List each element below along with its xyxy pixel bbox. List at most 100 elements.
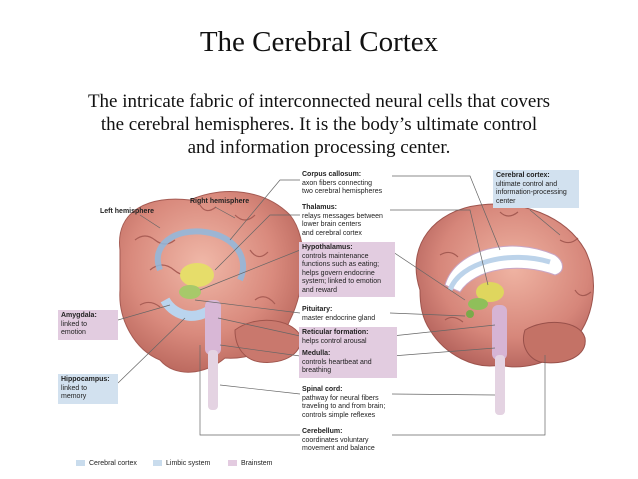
- leader-left-hemisphere: [139, 214, 161, 229]
- right-brain-folds: [439, 211, 592, 323]
- thalamus-name: Thalamus:: [302, 204, 338, 211]
- legend-cortex-text: Cerebral cortex: [89, 459, 137, 467]
- hippocampus-name: Hippocampus:: [61, 376, 110, 383]
- spinal-cord-label: Spinal cord: pathway for neural fibers t…: [302, 386, 400, 420]
- subtitle-line-2: the cerebral hemispheres. It is the body…: [100, 114, 538, 135]
- thalamus-label: Thalamus: relays messages between lower …: [302, 204, 394, 238]
- medulla-desc-1: controls heartbeat and: [302, 358, 372, 366]
- legend-brainstem-swatch: [228, 460, 237, 466]
- right-hypothalamus: [468, 298, 488, 310]
- hypothalamus-name: Hypothalamus:: [302, 244, 353, 251]
- leader-reticular-right: [391, 324, 496, 337]
- cortex-desc-2: information-processing: [496, 189, 567, 196]
- thalamus-desc-1: relays messages between: [302, 212, 383, 220]
- cortex-name: Cerebral cortex:: [496, 172, 550, 179]
- spinal-desc-3: controls simple reflexes: [302, 411, 376, 419]
- corpus-desc-2: two cerebral hemispheres: [302, 188, 383, 195]
- legend-brainstem: Brainstem: [228, 458, 273, 468]
- leader-corpus: [229, 179, 300, 241]
- leader-amygdala: [117, 304, 171, 321]
- legend-limbic-text: Limbic system: [166, 459, 211, 467]
- leader-lines: [117, 175, 561, 436]
- cerebral-cortex-label: Cerebral cortex: ultimate control and in…: [493, 170, 579, 208]
- leader-hippocampus: [117, 317, 186, 384]
- hippocampus-desc-2: memory: [61, 393, 87, 400]
- thalamus-desc-3: and cerebral cortex: [302, 229, 362, 237]
- hypothalamus-desc-3: helps govern endocrine: [302, 269, 375, 277]
- hypothalamus-label: Hypothalamus: controls maintenance funct…: [299, 242, 395, 297]
- hippocampus-label: Hippocampus: linked to memory: [58, 374, 118, 404]
- leader-medulla-right: [391, 347, 496, 357]
- reticular-desc-1: helps control arousal: [302, 337, 367, 345]
- right-spinal-cord: [495, 355, 505, 415]
- leader-cerebellum-right: [392, 355, 546, 436]
- leader-spinal: [219, 384, 301, 395]
- amygdala-desc-2: emotion: [61, 329, 86, 336]
- left-thalamus: [180, 263, 214, 287]
- left-brain-folds: [134, 204, 276, 308]
- reticular-formation-label: Reticular formation: helps control arous…: [299, 327, 397, 348]
- legend-limbic-swatch: [153, 460, 162, 466]
- cerebellum-name: Cerebellum:: [302, 428, 343, 435]
- right-brain-view: [415, 203, 594, 415]
- left-brainstem: [205, 300, 221, 355]
- left-brain-view: [119, 191, 304, 410]
- legend-cortex: Cerebral cortex: [76, 458, 137, 468]
- spinal-desc-1: pathway for neural fibers: [302, 394, 379, 402]
- leader-spinal-right: [391, 393, 496, 396]
- hypothalamus-desc-2: functions such as eating;: [302, 261, 380, 268]
- right-hemisphere-label: Right hemisphere: [190, 198, 250, 205]
- thalamus-desc-2: lower brain centers: [302, 221, 362, 228]
- left-hemisphere-label: Left hemisphere: [100, 208, 155, 215]
- subtitle-line-3: and information processing center.: [187, 137, 451, 158]
- pituitary-desc-1: master endocrine gland: [302, 314, 376, 322]
- leader-thalamus: [214, 214, 300, 271]
- page-subtitle: The intricate fabric of interconnected n…: [28, 90, 610, 159]
- leader-corpus-right: [392, 175, 501, 251]
- right-brainstem: [492, 305, 507, 360]
- pituitary-name: Pituitary:: [302, 306, 333, 313]
- medulla-desc-2: breathing: [302, 367, 332, 374]
- corpus-desc-1: axon fibers connecting: [302, 179, 373, 187]
- medulla-label: Medulla: controls heartbeat and breathin…: [299, 348, 397, 378]
- leader-hypothalamus-right: [389, 249, 466, 301]
- legend-brainstem-text: Brainstem: [241, 459, 273, 467]
- leader-hypothalamus: [199, 249, 301, 291]
- subtitle-line-1: The intricate fabric of interconnected n…: [87, 91, 551, 112]
- hypothalamus-desc-1: controls maintenance: [302, 252, 369, 260]
- corpus-callosum-label: Corpus callosum: axon fibers connecting …: [302, 171, 394, 197]
- medulla-name: Medulla:: [302, 350, 331, 357]
- right-limbic-arc: [447, 254, 551, 292]
- cortex-desc-1: ultimate control and: [496, 180, 558, 188]
- cerebellum-label: Cerebellum: coordinates voluntary moveme…: [302, 428, 400, 454]
- leader-thalamus-right: [390, 209, 489, 286]
- pituitary-label: Pituitary: master endocrine gland: [302, 306, 394, 323]
- hypothalamus-desc-5: and reward: [302, 286, 338, 294]
- leader-pituitary-right: [389, 312, 466, 317]
- legend-cortex-swatch: [76, 460, 85, 466]
- corpus-name: Corpus callosum:: [302, 171, 362, 178]
- leader-medulla: [219, 344, 301, 357]
- hypothalamus-desc-4: system; linked to emotion: [302, 278, 381, 285]
- right-pituitary: [466, 310, 474, 318]
- right-cerebellum: [523, 321, 586, 364]
- amygdala-name: Amygdala:: [61, 312, 97, 319]
- left-brain-cerebellum: [234, 319, 302, 363]
- hippocampus-desc-1: linked to: [61, 384, 88, 392]
- right-thalamus: [476, 282, 504, 302]
- spinal-name: Spinal cord:: [302, 386, 343, 393]
- leader-pituitary: [194, 299, 301, 314]
- reticular-name: Reticular formation:: [302, 329, 369, 336]
- amygdala-desc-1: linked to: [61, 320, 88, 328]
- left-spinal-cord: [208, 350, 218, 410]
- left-hypothalamus: [179, 285, 201, 299]
- cerebellum-desc-2: movement and balance: [302, 445, 375, 452]
- leader-right-hemisphere: [214, 206, 236, 219]
- leader-cerebellum: [199, 345, 300, 436]
- page-title: The Cerebral Cortex: [199, 26, 439, 58]
- spinal-desc-2: traveling to and from brain;: [302, 403, 386, 410]
- cerebellum-desc-1: coordinates voluntary: [302, 436, 369, 444]
- left-limbic-ring: [154, 228, 247, 282]
- leader-reticular: [217, 317, 301, 337]
- cortex-desc-3: center: [496, 197, 516, 205]
